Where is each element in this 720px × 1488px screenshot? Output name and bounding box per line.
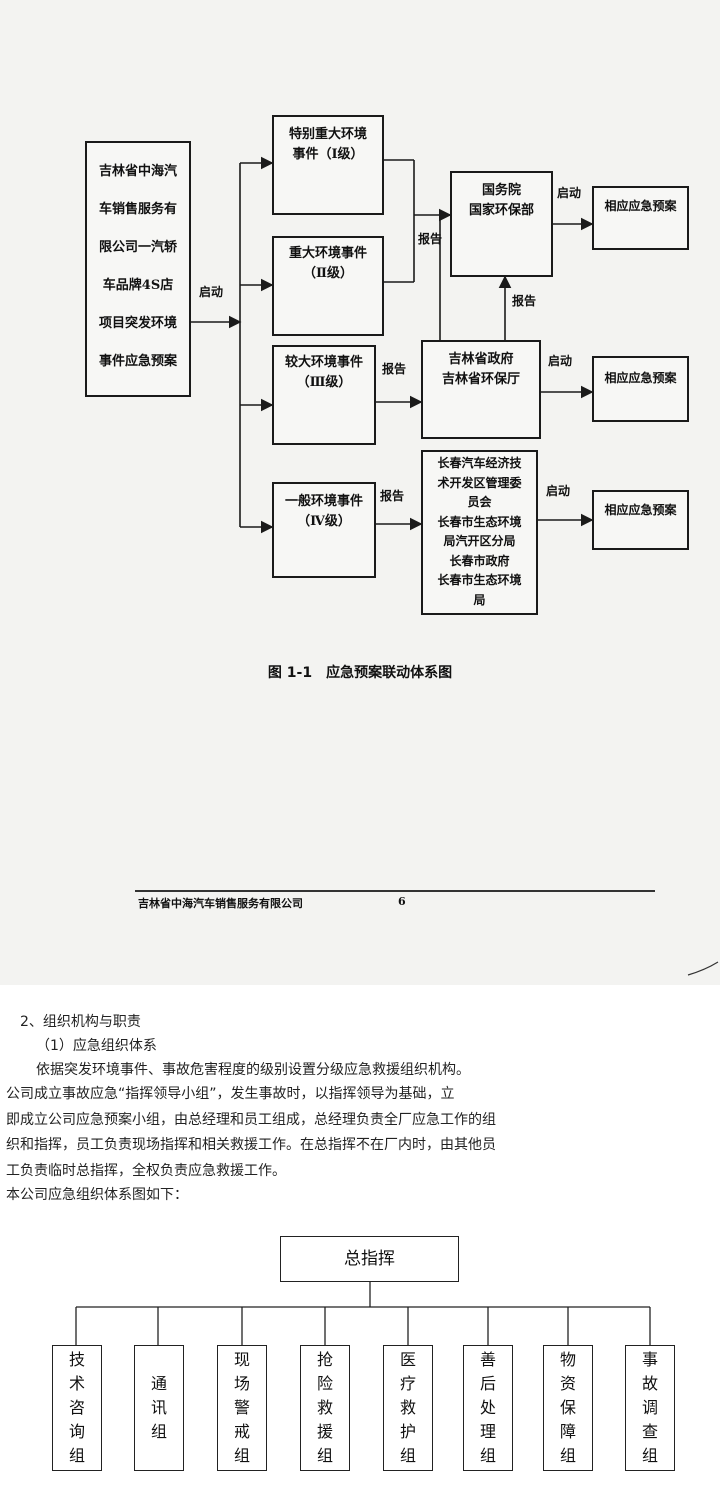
report-label-2: 报告 bbox=[382, 362, 407, 376]
paragraph-line-5: 工负责临时总指挥，全权负责应急救援工作。 bbox=[6, 1163, 286, 1179]
level3-label: 较大环境事件 （Ⅲ级） bbox=[284, 355, 363, 390]
level2-box: 重大环境事件 （Ⅱ级） bbox=[272, 236, 384, 336]
launch-label-3: 启动 bbox=[546, 484, 571, 498]
paragraph-line-4: 织和指挥，员工负责现场指挥和相关救援工作。在总指挥不在厂内时，由其他员 bbox=[6, 1137, 496, 1153]
org-group-label: 物 资 保 障 组 bbox=[559, 1350, 576, 1465]
commander-box: 总指挥 bbox=[280, 1236, 459, 1282]
org-group-box: 事 故 调 查 组 bbox=[625, 1345, 675, 1471]
org-group-label: 现 场 警 戒 组 bbox=[233, 1350, 250, 1465]
report-label-4: 报告 bbox=[512, 294, 537, 308]
org-group-label: 医 疗 救 护 组 bbox=[399, 1350, 416, 1465]
section-heading: 2、组织机构与职责 bbox=[20, 1014, 141, 1030]
org-group-label: 事 故 调 查 组 bbox=[641, 1350, 658, 1465]
org-group-box: 现 场 警 戒 组 bbox=[217, 1345, 267, 1471]
level1-box: 特别重大环境 事件（Ⅰ级） bbox=[272, 115, 384, 215]
org-group-box: 通 讯 组 bbox=[134, 1345, 184, 1471]
org-group-box: 技 术 咨 询 组 bbox=[52, 1345, 102, 1471]
response-plan-box-2: 相应应急预案 bbox=[592, 356, 689, 422]
response-plan-label-2: 相应应急预案 bbox=[604, 371, 677, 385]
response-plan-label-3: 相应应急预案 bbox=[604, 503, 677, 517]
level2-label: 重大环境事件 （Ⅱ级） bbox=[288, 246, 367, 281]
org-group-box: 抢 险 救 援 组 bbox=[300, 1345, 350, 1471]
org-group-label: 善 后 处 理 组 bbox=[479, 1350, 496, 1465]
report-label-3: 报告 bbox=[380, 489, 405, 503]
response-plan-label-1: 相应应急预案 bbox=[604, 199, 677, 213]
launch-label-2: 启动 bbox=[548, 354, 573, 368]
local-authority-label: 长春汽车经济技 术开发区管理委 员会 长春市生态环境 局汽开区分局 长春市政府 … bbox=[437, 456, 522, 607]
footer-company: 吉林省中海汽车销售服务有限公司 bbox=[138, 897, 303, 910]
paragraph-line-3: 即成立公司应急预案小组，由总经理和员工组成，总经理负责全厂应急工作的组 bbox=[6, 1112, 496, 1128]
local-authority-box: 长春汽车经济技 术开发区管理委 员会 长春市生态环境 局汽开区分局 长春市政府 … bbox=[421, 450, 538, 615]
org-group-box: 善 后 处 理 组 bbox=[463, 1345, 513, 1471]
emergency-plan-title: 吉林省中海汽 车销售服务有 限公司一汽轿 车品牌4S店 项目突发环境 事件应急预… bbox=[98, 164, 177, 369]
section-subheading: （1）应急组织体系 bbox=[36, 1038, 157, 1054]
paragraph-line-2: 公司成立事故应急“指挥领导小组”，发生事故时，以指挥领导为基础，立 bbox=[6, 1086, 455, 1102]
state-authority-box: 国务院 国家环保部 bbox=[450, 171, 553, 277]
level3-box: 较大环境事件 （Ⅲ级） bbox=[272, 345, 376, 445]
footer-rule bbox=[135, 890, 655, 892]
org-group-box: 医 疗 救 护 组 bbox=[383, 1345, 433, 1471]
paragraph-line-6: 本公司应急组织体系图如下： bbox=[6, 1187, 188, 1203]
level4-box: 一般环境事件 （Ⅳ级） bbox=[272, 482, 376, 578]
emergency-plan-box: 吉林省中海汽 车销售服务有 限公司一汽轿 车品牌4S店 项目突发环境 事件应急预… bbox=[85, 141, 191, 397]
org-group-label: 技 术 咨 询 组 bbox=[68, 1350, 85, 1465]
org-group-box: 物 资 保 障 组 bbox=[543, 1345, 593, 1471]
province-authority-box: 吉林省政府 吉林省环保厅 bbox=[421, 340, 541, 439]
response-plan-box-1: 相应应急预案 bbox=[592, 186, 689, 250]
level4-label: 一般环境事件 （Ⅳ级） bbox=[284, 494, 363, 529]
level1-label: 特别重大环境 事件（Ⅰ级） bbox=[288, 127, 367, 162]
org-group-label: 抢 险 救 援 组 bbox=[316, 1350, 333, 1465]
figure-caption: 图 1-1 应急预案联动体系图 bbox=[267, 665, 453, 681]
report-label-1: 报告 bbox=[418, 232, 443, 246]
org-group-label: 通 讯 组 bbox=[150, 1374, 167, 1441]
launch-label-1: 启动 bbox=[557, 186, 582, 200]
state-authority-label: 国务院 国家环保部 bbox=[468, 183, 534, 218]
response-plan-box-3: 相应应急预案 bbox=[592, 490, 689, 550]
province-authority-label: 吉林省政府 吉林省环保厅 bbox=[441, 352, 520, 387]
paragraph-line-1: 依据突发环境事件、事故危害程度的级别设置分级应急救援组织机构。 bbox=[36, 1062, 470, 1078]
footer-page-number: 6 bbox=[398, 895, 406, 908]
launch-label-main: 启动 bbox=[199, 285, 224, 299]
